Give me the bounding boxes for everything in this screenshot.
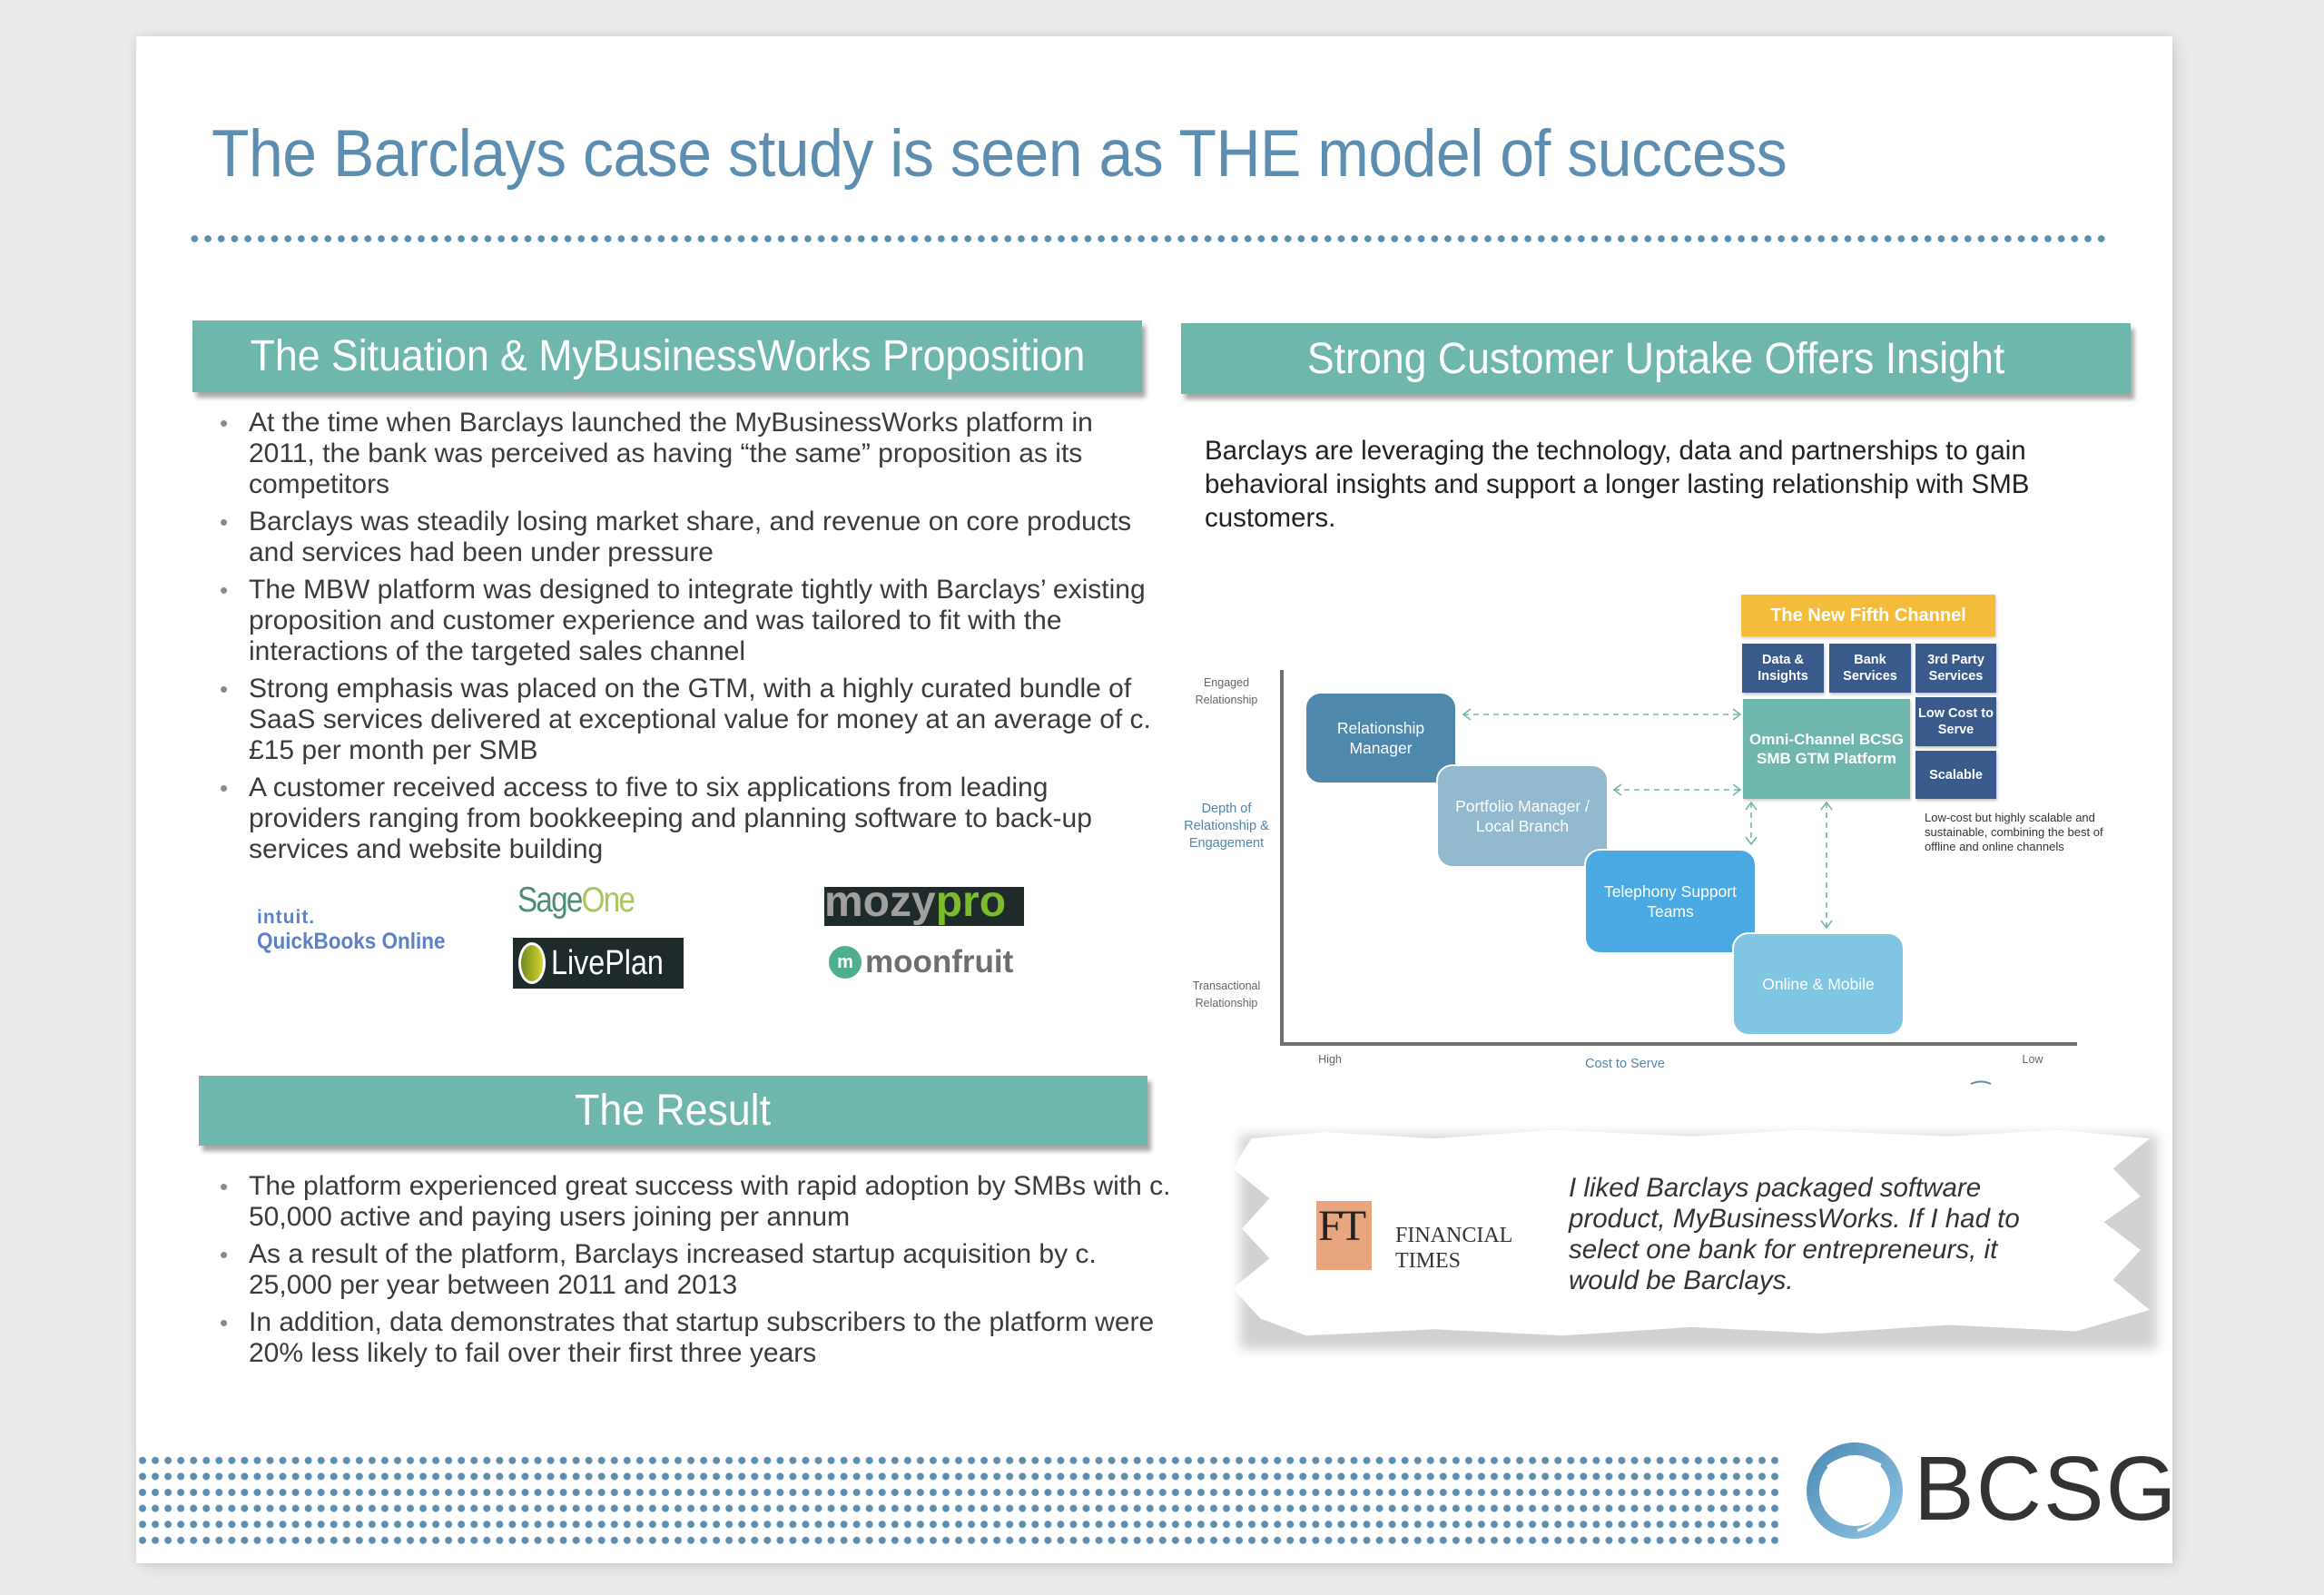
quote-text: I liked Barclays packaged software produ… xyxy=(1569,1173,2020,1295)
result-bullet-list: •The platform experienced great success … xyxy=(192,1171,1173,1375)
uptake-header-text: Strong Customer Uptake Offers Insight xyxy=(1306,334,2005,383)
platform-note: Low-cost but highly scalable and sustain… xyxy=(1925,811,2103,853)
y-axis-bottom-label: Transactional Relationship xyxy=(1192,980,1261,1009)
x-axis-line xyxy=(1280,1042,2077,1046)
bullet-icon: • xyxy=(220,576,229,604)
result-bullet: •The platform experienced great success … xyxy=(220,1171,1171,1232)
bullet-icon: • xyxy=(220,1241,229,1268)
situation-header: The Situation & MyBusinessWorks Proposit… xyxy=(192,320,1142,392)
x-axis-right-label: Low xyxy=(2022,1053,2043,1066)
moonfruit-logo: m moonfruit xyxy=(829,944,1013,980)
situation-bullet: •The MBW platform was designed to integr… xyxy=(220,575,1146,666)
ft-logo-mark: FT xyxy=(1318,1202,1366,1250)
situation-bullet: •At the time when Barclays launched the … xyxy=(220,408,1093,499)
moonfruit-mark-icon: m xyxy=(829,946,862,979)
pillar-data-insights: Data & Insights xyxy=(1742,644,1824,693)
situation-header-text: The Situation & MyBusinessWorks Proposit… xyxy=(250,332,1085,380)
situation-bullet: •Strong emphasis was placed on the GTM, … xyxy=(220,674,1151,765)
y-axis-line xyxy=(1280,670,1284,1046)
sageone-logo: SageOne xyxy=(517,881,635,920)
x-axis-title: Cost to Serve xyxy=(1585,1057,1665,1071)
situation-bullet: •Barclays was steadily losing market sha… xyxy=(220,507,1132,567)
slide-title: The Barclays case study is seen as THE m… xyxy=(212,117,1787,191)
mozypro-logo: mozypro xyxy=(824,887,1024,926)
channel-portfolio-manager: Portfolio Manager / Local Branch xyxy=(1436,764,1609,868)
quickbooks-logo: intuit. QuickBooks Online xyxy=(257,907,446,954)
y-axis-title: Depth of Relationship & Engagement xyxy=(1184,802,1269,851)
bullet-icon: • xyxy=(220,774,229,802)
footer-dot-pattern xyxy=(136,1452,1779,1549)
channel-online-mobile: Online & Mobile xyxy=(1732,932,1905,1036)
bcsg-ring-icon xyxy=(1807,1442,1903,1539)
bullet-icon: • xyxy=(220,1173,229,1200)
uptake-header: Strong Customer Uptake Offers Insight xyxy=(1181,323,2131,394)
liveplan-logo: LivePlan xyxy=(513,938,684,989)
uptake-paragraph: Barclays are leveraging the technology, … xyxy=(1205,436,2030,533)
situation-bullet: •A customer received access to five to s… xyxy=(220,773,1092,864)
x-axis-left-label: High xyxy=(1318,1053,1342,1066)
bullet-icon: • xyxy=(220,675,229,703)
result-bullet: •As a result of the platform, Barclays i… xyxy=(220,1239,1097,1300)
low-cost-to-serve: Low Cost to Serve xyxy=(1915,697,1996,746)
y-axis-top-label: Engaged Relationship xyxy=(1195,676,1258,706)
title-dotted-divider xyxy=(188,234,2105,243)
result-header: The Result xyxy=(199,1076,1147,1146)
channel-telephony-support: Telephony Support Teams xyxy=(1584,849,1757,954)
bcsg-brand-text: BCSG xyxy=(1914,1438,2179,1540)
pillar-third-party-services: 3rd Party Services xyxy=(1915,644,1996,693)
liveplan-mark-icon xyxy=(518,942,547,984)
ft-logo-box xyxy=(1316,1201,1372,1270)
channel-relationship-manager: Relationship Manager xyxy=(1305,692,1457,784)
bullet-icon: • xyxy=(220,508,229,536)
bullet-icon: • xyxy=(220,1309,229,1336)
result-header-text: The Result xyxy=(575,1087,772,1135)
omni-channel-platform: Omni-Channel BCSG SMB GTM Platform xyxy=(1743,699,1910,799)
scalable: Scalable xyxy=(1915,751,1996,799)
bullet-icon: • xyxy=(220,409,229,437)
fifth-channel-banner: The New Fifth Channel xyxy=(1741,595,1995,636)
ft-logo-name: FINANCIAL TIMES xyxy=(1395,1224,1513,1273)
situation-bullet-list: •At the time when Barclays launched the … xyxy=(192,408,1164,871)
result-bullet: •In addition, data demonstrates that sta… xyxy=(220,1307,1155,1368)
pillar-bank-services: Bank Services xyxy=(1829,644,1911,693)
